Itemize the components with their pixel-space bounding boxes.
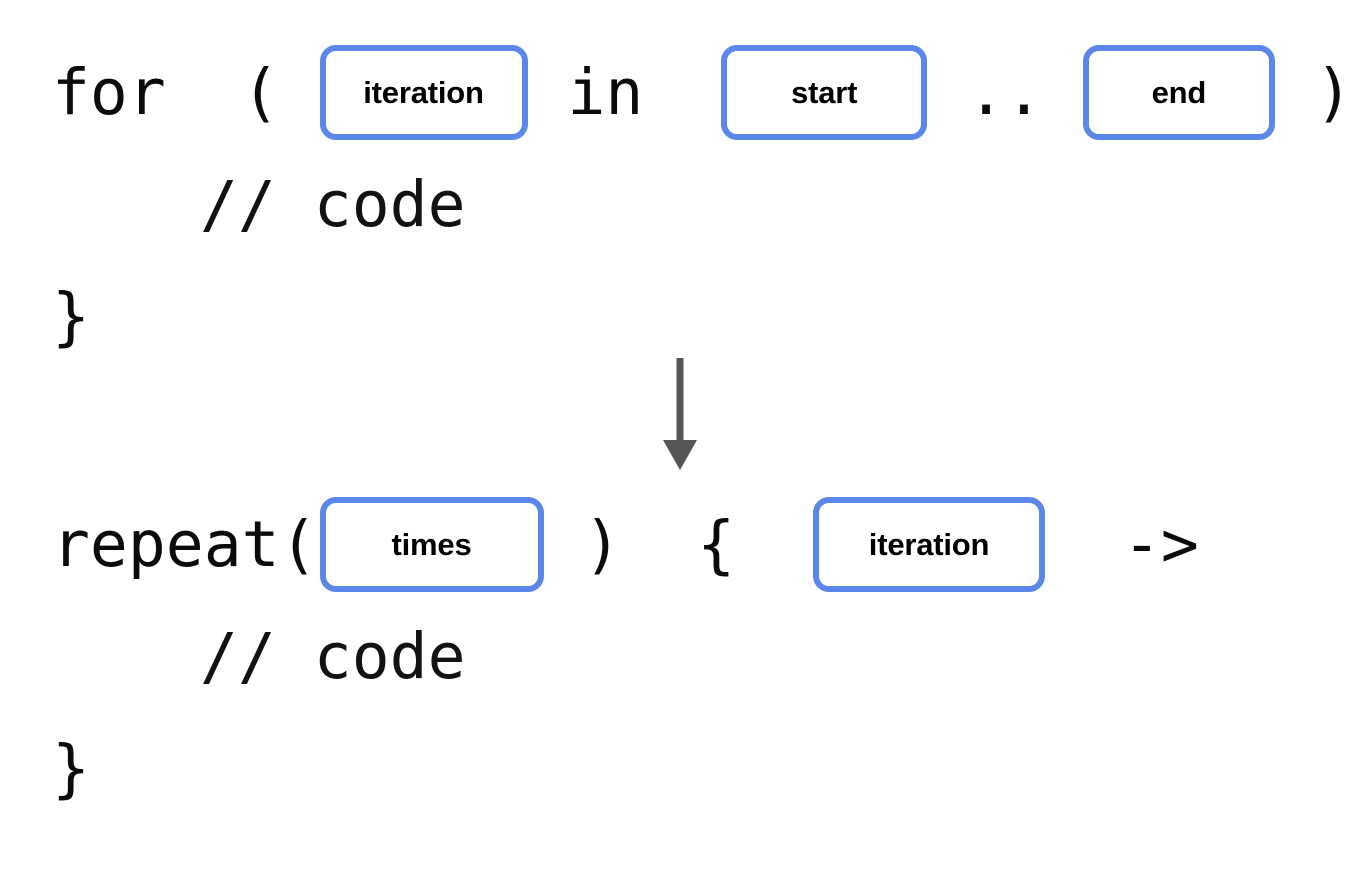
- repeat-keyword-and-paren: repeat(: [52, 507, 318, 581]
- for-loop-body-line: // code: [0, 148, 1362, 260]
- slot-range-end[interactable]: end: [1082, 44, 1275, 140]
- slot-iteration-variable-label: iteration: [363, 74, 484, 110]
- for-loop-signature-line: for ( iteration in start .. end ) {: [0, 36, 1362, 148]
- slot-range-start-label: start: [791, 74, 858, 110]
- repeat-closing-line: }: [0, 712, 1362, 824]
- close-paren-open-lambda: ) {: [545, 507, 812, 581]
- transformation-arrow: [654, 356, 710, 476]
- slot-lambda-iteration-parameter[interactable]: iteration: [813, 496, 1046, 592]
- slot-iteration-variable[interactable]: iteration: [319, 44, 528, 140]
- repeat-signature-line: repeat( times ) { iteration ->: [0, 488, 1362, 600]
- slot-lambda-iteration-parameter-label: iteration: [868, 526, 990, 562]
- arrow-down-icon: [663, 358, 697, 470]
- slot-range-start[interactable]: start: [721, 44, 928, 140]
- in-keyword: in: [529, 55, 720, 129]
- repeat-body-comment: // code: [200, 619, 466, 693]
- repeat-closing-brace: }: [52, 731, 90, 805]
- lambda-arrow: ->: [1047, 507, 1199, 581]
- repeat-body-line: // code: [0, 600, 1362, 712]
- for-keyword-and-paren: for (: [52, 55, 318, 129]
- target-code-block-repeat: repeat( times ) { iteration -> // code }: [0, 488, 1362, 824]
- for-loop-closing-brace: }: [52, 279, 90, 353]
- for-loop-closing-line: }: [0, 260, 1362, 372]
- slot-times-count[interactable]: times: [319, 496, 544, 592]
- range-operator: ..: [929, 55, 1081, 129]
- slot-times-count-label: times: [391, 526, 472, 562]
- source-code-block-for-loop: for ( iteration in start .. end ) { // c…: [0, 36, 1362, 372]
- slot-range-end-label: end: [1151, 74, 1207, 110]
- for-loop-body-comment: // code: [200, 167, 466, 241]
- close-paren-open-brace: ) {: [1314, 55, 1353, 129]
